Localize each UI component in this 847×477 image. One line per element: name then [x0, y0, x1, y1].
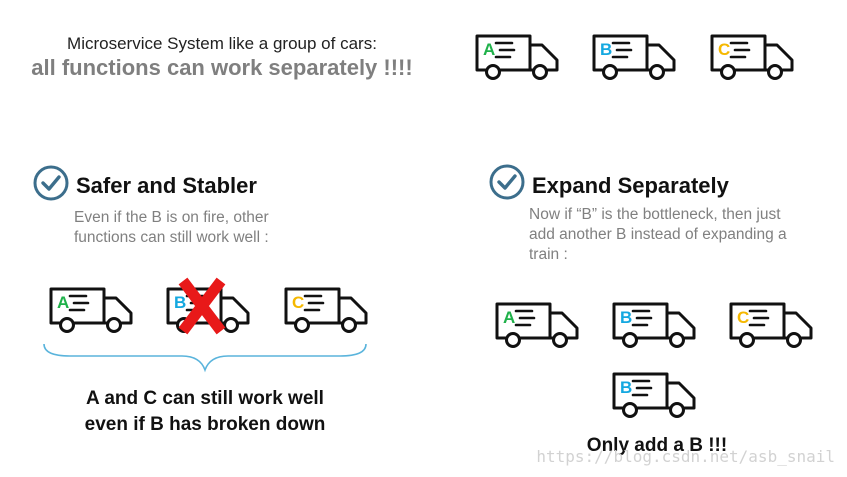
expand-desc-line-2: add another B instead of expanding a	[529, 226, 787, 243]
expand-heading: Expand Separately	[532, 173, 729, 198]
truck-label: B	[600, 40, 613, 59]
truck-c: C	[728, 300, 814, 350]
safer-caption: A and C can still work well even if B ha…	[40, 386, 370, 438]
truck-label: B	[620, 378, 633, 397]
safer-caption-line-2: even if B has broken down	[84, 414, 326, 435]
truck-label: B	[174, 293, 187, 312]
truck-a: A	[494, 300, 580, 350]
truck-label: C	[737, 308, 750, 327]
truck-b-added: B	[611, 370, 697, 420]
truck-a: A	[474, 32, 560, 82]
safer-caption-line-1: A and C can still work well	[86, 388, 324, 409]
expand-caption: Only add a B !!!	[586, 435, 728, 456]
truck-label: C	[292, 293, 305, 312]
safer-description: Even if the B is on fire, other function…	[74, 208, 269, 248]
expand-desc-line-3: train :	[529, 246, 568, 263]
watermark: https://blog.csdn.net/asb_snail	[536, 447, 835, 466]
expand-description: Now if “B” is the bottleneck, then just …	[529, 205, 787, 265]
intro-line-1: Microservice System like a group of cars…	[67, 34, 377, 53]
truck-label: A	[483, 40, 496, 59]
safer-desc-line-2: functions can still work well :	[74, 229, 269, 246]
check-circle-icon	[489, 164, 525, 200]
truck-label: A	[503, 308, 516, 327]
truck-label: C	[718, 40, 731, 59]
safer-desc-line-1: Even if the B is on fire, other	[74, 209, 269, 226]
truck-c: C	[709, 32, 795, 82]
truck-b: B	[611, 300, 697, 350]
truck-b-broken: B	[165, 277, 251, 335]
truck-c: C	[283, 285, 369, 335]
truck-label: B	[620, 308, 633, 327]
truck-label: A	[57, 293, 70, 312]
check-circle-icon	[33, 165, 69, 201]
truck-a: A	[48, 285, 134, 335]
truck-b: B	[591, 32, 677, 82]
safer-heading: Safer and Stabler	[76, 173, 257, 198]
curly-brace	[43, 343, 367, 373]
intro-line-2: all functions can work separately !!!!	[31, 55, 413, 80]
cross-icon	[178, 277, 226, 335]
expand-desc-line-1: Now if “B” is the bottleneck, then just	[529, 206, 781, 223]
